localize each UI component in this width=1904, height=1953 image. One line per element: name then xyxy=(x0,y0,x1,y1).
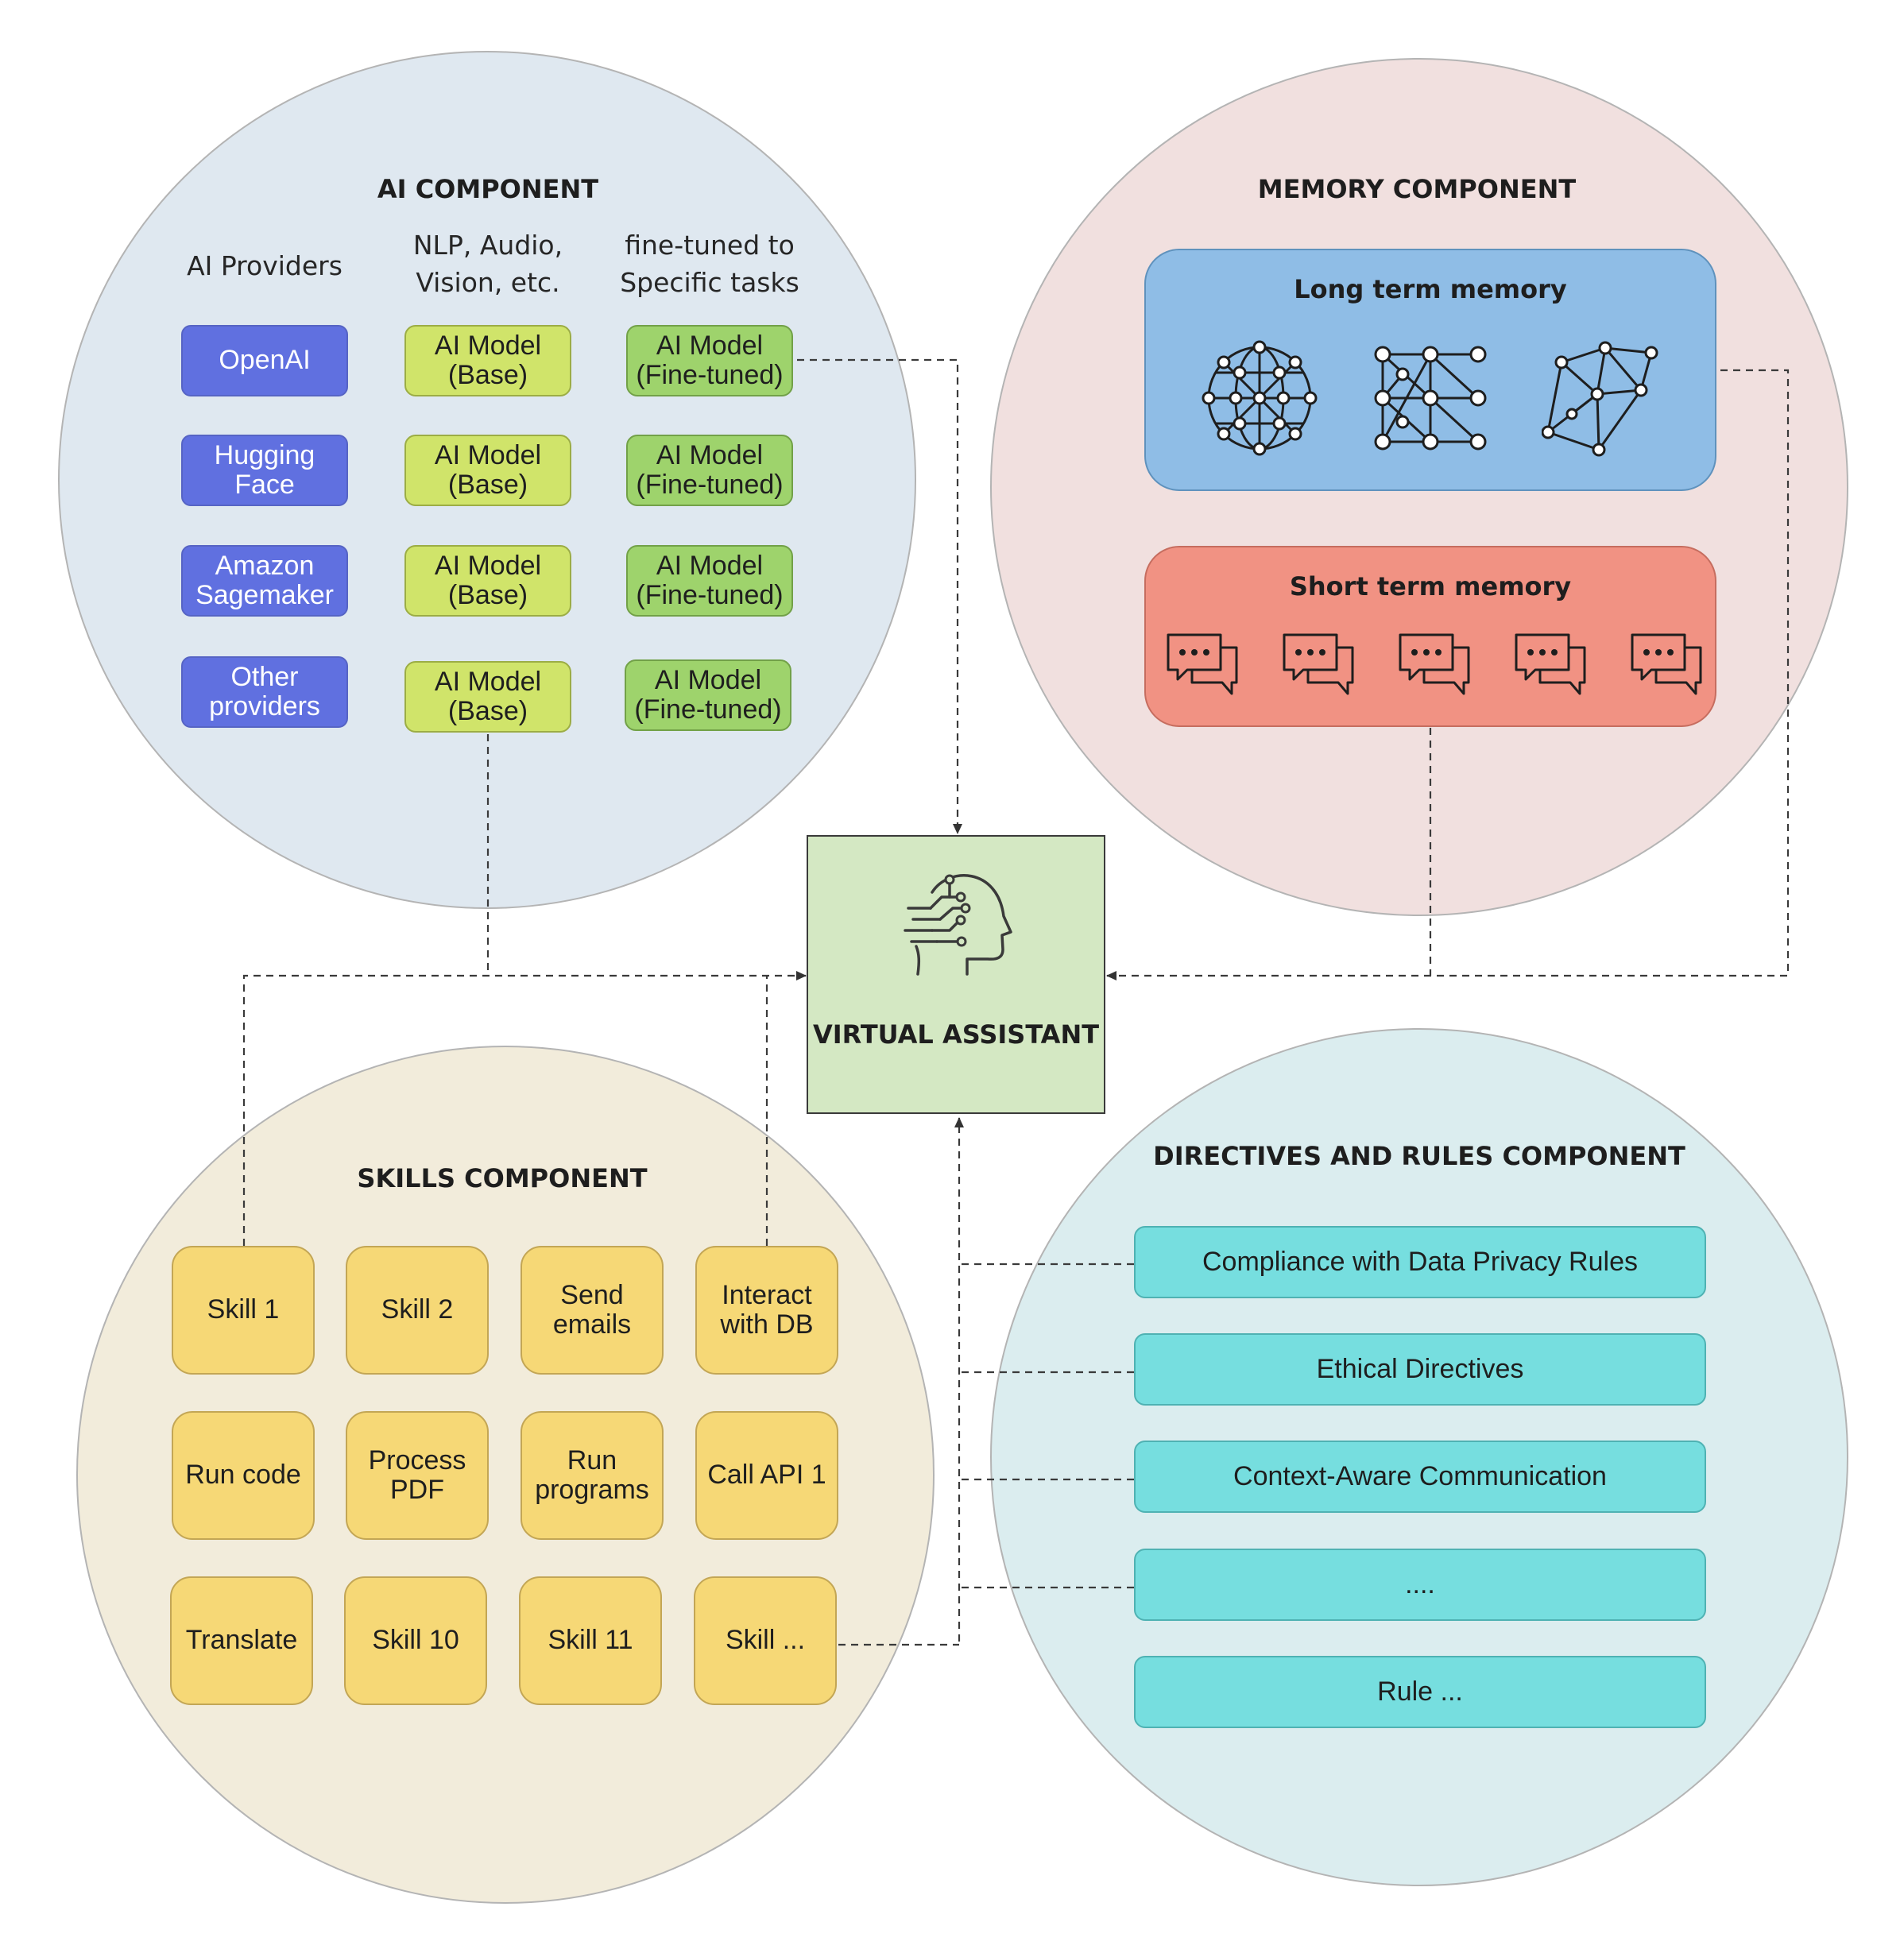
provider-other[interactable]: Other providers xyxy=(181,656,348,728)
skill-item[interactable]: Interact with DB xyxy=(695,1246,838,1375)
rule-item[interactable]: .... xyxy=(1134,1549,1706,1621)
memory-component-title: MEMORY COMPONENT xyxy=(1257,174,1577,204)
base-models-header: NLP, Audio, Vision, etc. xyxy=(412,230,563,298)
skills-component-title: SKILLS COMPONENT xyxy=(357,1163,648,1193)
skill-item[interactable]: Skill ... xyxy=(694,1576,837,1705)
skill-item[interactable]: Process PDF xyxy=(346,1411,489,1540)
chat-icon xyxy=(1631,633,1702,695)
chat-icon xyxy=(1399,633,1470,695)
ai-model-base[interactable]: AI Model (Base) xyxy=(404,545,571,617)
rule-item[interactable]: Context-Aware Communication xyxy=(1134,1441,1706,1513)
ai-model-fine-tuned[interactable]: AI Model (Fine-tuned) xyxy=(626,325,793,396)
chat-icon xyxy=(1283,633,1354,695)
network-graph-icon xyxy=(1542,341,1658,457)
rule-item[interactable]: Ethical Directives xyxy=(1134,1333,1706,1406)
directives-component-title: DIRECTIVES AND RULES COMPONENT xyxy=(1153,1141,1685,1171)
network-mesh-icon xyxy=(1374,346,1487,451)
virtual-assistant-label: VIRTUAL ASSISTANT xyxy=(812,1019,1100,1050)
ai-providers-header: AI Providers xyxy=(187,250,342,281)
skill-item[interactable]: Skill 11 xyxy=(519,1576,662,1705)
ai-model-base[interactable]: AI Model (Base) xyxy=(404,435,571,506)
ai-model-fine-tuned[interactable]: AI Model (Fine-tuned) xyxy=(626,435,793,506)
provider-amazon-sagemaker[interactable]: Amazon Sagemaker xyxy=(181,545,348,617)
long-term-memory-label: Long term memory xyxy=(1294,274,1567,304)
skill-item[interactable]: Skill 1 xyxy=(172,1246,315,1375)
ai-component-title: AI COMPONENT xyxy=(377,174,599,204)
rule-item[interactable]: Compliance with Data Privacy Rules xyxy=(1134,1226,1706,1298)
ai-model-fine-tuned[interactable]: AI Model (Fine-tuned) xyxy=(625,659,791,731)
skill-item[interactable]: Translate xyxy=(170,1576,313,1705)
ai-model-base[interactable]: AI Model (Base) xyxy=(404,661,571,733)
ai-model-fine-tuned[interactable]: AI Model (Fine-tuned) xyxy=(626,545,793,617)
ai-model-base[interactable]: AI Model (Base) xyxy=(404,325,571,396)
rule-item[interactable]: Rule ... xyxy=(1134,1656,1706,1728)
fine-tuned-header: fine-tuned to Specific tasks xyxy=(620,230,799,298)
network-globe-icon xyxy=(1202,340,1318,456)
skill-item[interactable]: Skill 2 xyxy=(346,1246,489,1375)
chat-icon xyxy=(1167,633,1238,695)
virtual-assistant-box[interactable]: VIRTUAL ASSISTANT xyxy=(807,835,1105,1114)
skill-item[interactable]: Send emails xyxy=(521,1246,664,1375)
short-term-memory-label: Short term memory xyxy=(1289,571,1572,601)
skill-item[interactable]: Run programs xyxy=(521,1411,664,1540)
skill-item[interactable]: Skill 10 xyxy=(344,1576,487,1705)
ai-head-icon xyxy=(904,874,1012,976)
skill-item[interactable]: Call API 1 xyxy=(695,1411,838,1540)
provider-hugging-face[interactable]: Hugging Face xyxy=(181,435,348,506)
chat-icon xyxy=(1515,633,1586,695)
provider-openai[interactable]: OpenAI xyxy=(181,325,348,396)
skill-item[interactable]: Run code xyxy=(172,1411,315,1540)
